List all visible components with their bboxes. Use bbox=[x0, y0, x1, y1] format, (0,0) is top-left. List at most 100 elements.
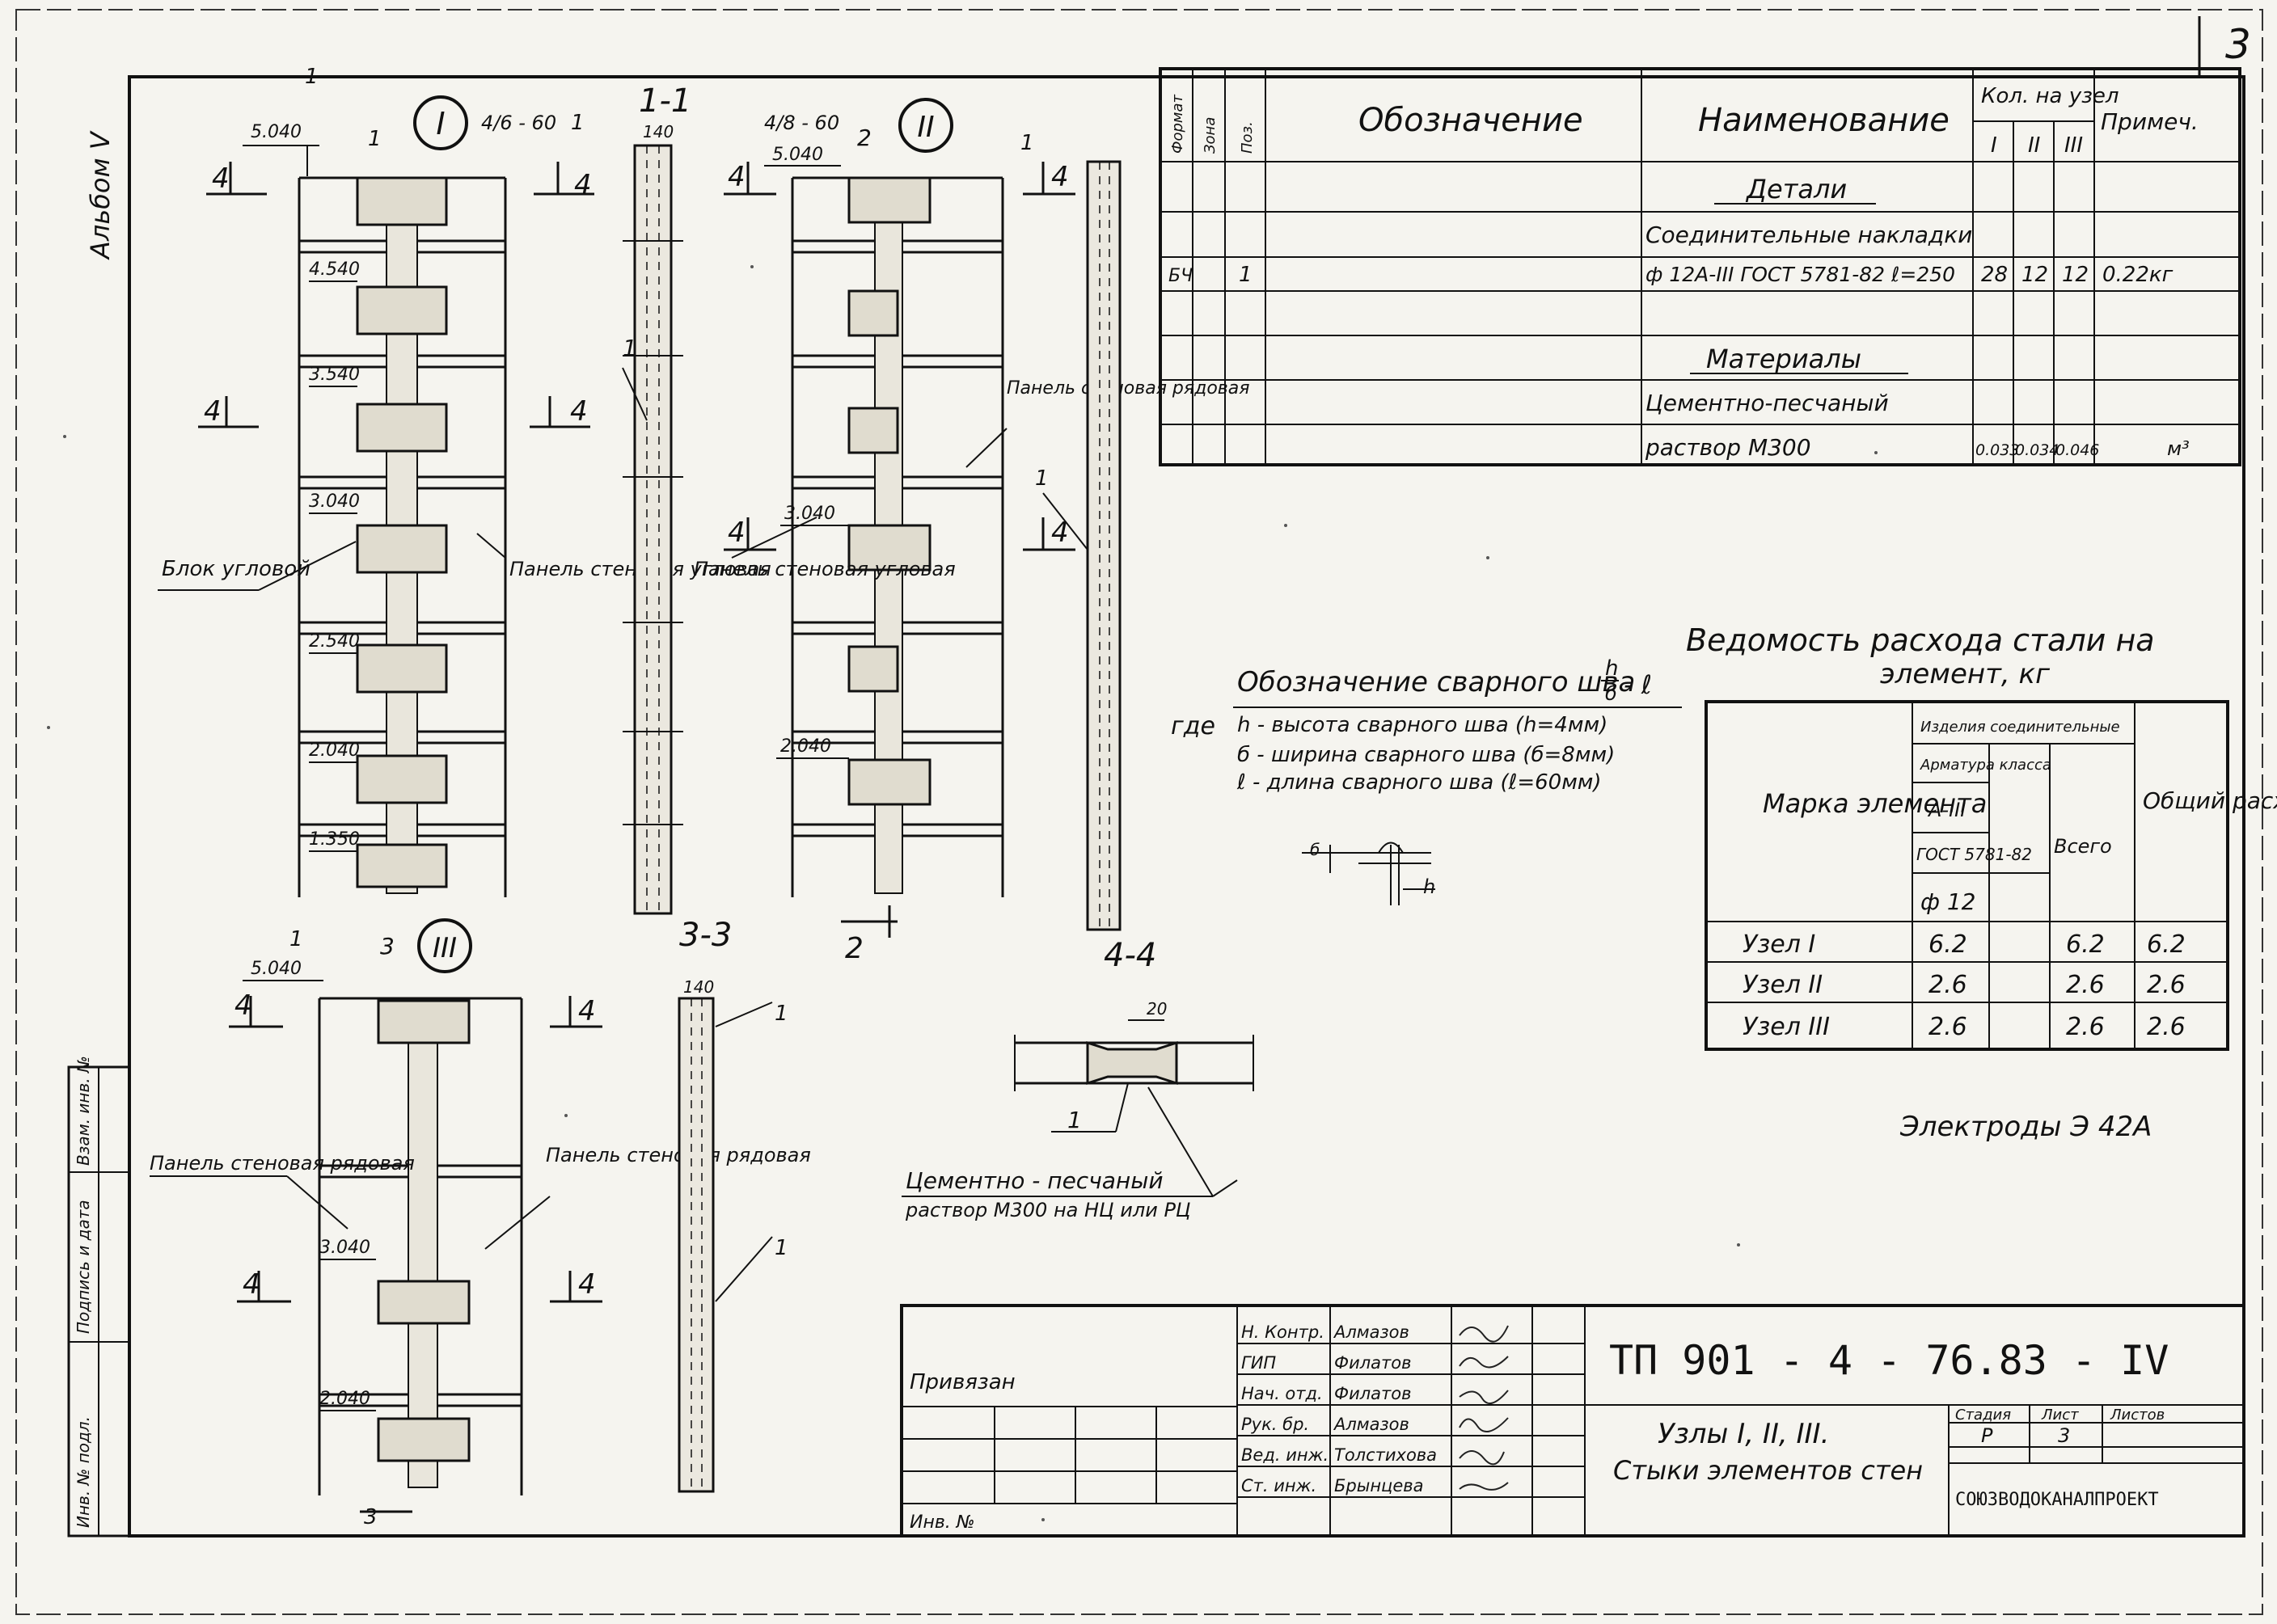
cut-4-mark: 4 bbox=[1051, 517, 1069, 549]
pos-2-label: 2 bbox=[857, 124, 872, 151]
level-mark: 2.540 bbox=[309, 631, 360, 652]
steel-row-total: 6.2 bbox=[2066, 930, 2105, 959]
section-1-1-title: 1-1 bbox=[639, 82, 691, 120]
org-name: СОЮЗВОДОКАНАЛПРОЕКТ bbox=[1955, 1490, 2159, 1510]
level-mark: 3.040 bbox=[319, 1238, 370, 1258]
col-qty-3: III bbox=[2064, 133, 2083, 158]
node-2-weld-mark: 4/8 - 60 bbox=[764, 112, 839, 134]
weld-line-l: ℓ - длина сварного шва (ℓ=60мм) bbox=[1236, 770, 1602, 795]
level-mark: 3.040 bbox=[309, 491, 360, 512]
cut-4-mark: 4 bbox=[728, 161, 746, 193]
row-mortar-note: м³ bbox=[2167, 437, 2190, 460]
privyazan-label: Привязан bbox=[910, 1370, 1016, 1394]
row-materials-heading: Материалы bbox=[1706, 344, 1861, 374]
steel-row-d12: 2.6 bbox=[1928, 971, 1967, 999]
panel-row-label-2: Панель стеновая рядовая bbox=[150, 1152, 415, 1175]
name: Алмазов bbox=[1333, 1322, 1409, 1342]
stage-value: Р bbox=[1981, 1424, 1993, 1447]
level-mark: 2.040 bbox=[319, 1389, 370, 1409]
cut-4-mark: 4 bbox=[728, 517, 746, 549]
role: Нач. отд. bbox=[1241, 1384, 1323, 1403]
mortar-note-2: раствор М300 на НЦ или РЦ bbox=[905, 1199, 1191, 1221]
level-mark: 3.540 bbox=[309, 365, 360, 385]
steel-col-dia: ф 12 bbox=[1920, 888, 1975, 915]
row-bar-q3: 12 bbox=[2062, 263, 2089, 287]
stamp-signature: Подпись и дата bbox=[74, 1200, 93, 1334]
cut-4-mark: 4 bbox=[1051, 161, 1069, 193]
cut-4-mark: 4 bbox=[243, 1268, 260, 1301]
node-1-elevation: I 4/6 - 60 1 1 1 5.040 4.540 3.540 3.040… bbox=[158, 65, 771, 897]
dim-140-a: 140 bbox=[643, 122, 674, 141]
role: Н. Контр. bbox=[1241, 1322, 1324, 1342]
cut-4-mark: 4 bbox=[578, 1268, 596, 1301]
node-1-label: I bbox=[436, 106, 445, 141]
weld-symbol-b: б bbox=[1310, 840, 1320, 859]
name: Толстихова bbox=[1334, 1445, 1437, 1465]
stamp-replace-inv: Взам. инв. № bbox=[74, 1056, 93, 1166]
row-mortar-name-2: раствор М300 bbox=[1645, 434, 1811, 461]
left-stamp: Инв. № подл. Подпись и дата Взам. инв. № bbox=[67, 1056, 131, 1538]
weld-where: где bbox=[1171, 712, 1215, 740]
level-mark: 5.040 bbox=[251, 122, 302, 142]
signatures bbox=[1459, 1325, 1509, 1491]
steel-col-total: Всего bbox=[2054, 835, 2112, 858]
cut-2-mark: 2 bbox=[845, 932, 864, 965]
steel-col-overall: Общий расход bbox=[2143, 787, 2277, 814]
node-1-weld-mark: 4/6 - 60 bbox=[481, 112, 556, 134]
dim-20: 20 bbox=[1147, 999, 1167, 1019]
role: Рук. бр. bbox=[1241, 1415, 1309, 1434]
name: Алмазов bbox=[1333, 1415, 1409, 1434]
level-mark: 1.350 bbox=[309, 829, 360, 850]
steel-col-group: Изделия соединительные bbox=[1920, 719, 2120, 736]
dim-140-b: 140 bbox=[683, 977, 714, 997]
steel-row-overall: 6.2 bbox=[2147, 930, 2186, 959]
sheet-value: 3 bbox=[2058, 1424, 2070, 1447]
steel-col-class: А-III bbox=[1927, 799, 1966, 821]
steel-row-overall: 2.6 bbox=[2147, 1013, 2186, 1041]
row-mortar-name-1: Цементно-песчаный bbox=[1645, 390, 1889, 416]
pos-1-label-c: 1 bbox=[571, 111, 585, 135]
cut-3-mark-bottom: 3 bbox=[364, 1505, 378, 1529]
col-zone: Зона bbox=[1202, 117, 1219, 154]
node-2-label: II bbox=[917, 111, 934, 144]
page-number: 3 bbox=[2225, 21, 2251, 68]
col-format: Формат bbox=[1169, 94, 1186, 154]
sheet-label: Лист bbox=[2041, 1407, 2079, 1424]
col-pos: Поз. bbox=[1239, 121, 1256, 154]
sheets-label: Листов bbox=[2110, 1407, 2165, 1424]
weld-frac-bottom: б bbox=[1605, 682, 1617, 705]
row-mortar-q1: 0.033 bbox=[1975, 441, 2019, 459]
weld-line-b: б - ширина сварного шва (б=8мм) bbox=[1237, 743, 1615, 767]
steel-col-mark: Марка элемента bbox=[1763, 788, 1987, 819]
name: Филатов bbox=[1334, 1384, 1411, 1403]
inv-label: Инв. № bbox=[910, 1512, 975, 1533]
row-mortar-q2: 0.034 bbox=[2015, 441, 2059, 459]
electrodes-note: Электроды Э 42А bbox=[1899, 1111, 2152, 1143]
level-mark: 4.540 bbox=[309, 259, 360, 280]
paper-specks bbox=[47, 265, 1878, 1521]
weld-line-h: h - высота сварного шва (h=4мм) bbox=[1237, 713, 1607, 737]
weld-note-title: Обозначение сварного шва bbox=[1237, 666, 1635, 698]
section-4-4-title: 4-4 bbox=[1104, 937, 1156, 974]
row-bar-name: ф 12А-III ГОСТ 5781-82 ℓ=250 bbox=[1645, 263, 1955, 286]
section-2-2: 1 bbox=[1035, 160, 1122, 931]
col-name: Наименование bbox=[1698, 102, 1950, 139]
role: Вед. инж. bbox=[1241, 1445, 1329, 1465]
section-3-3-title: 3-3 bbox=[679, 917, 732, 954]
col-designation: Обозначение bbox=[1358, 102, 1583, 139]
pos-1-label-i: 1 bbox=[775, 1236, 788, 1260]
stage-label: Стадия bbox=[1955, 1407, 2011, 1424]
row-joints-name: Соединительные накладки bbox=[1645, 221, 1972, 248]
level-mark: 2.040 bbox=[309, 740, 360, 761]
row-details-heading: Детали bbox=[1745, 174, 1847, 205]
title-block: ТП 901 - 4 - 76.83 - IV Привязан Инв. № … bbox=[900, 1304, 2245, 1538]
row-bar-pos: 1 bbox=[1239, 263, 1253, 287]
steel-title-2: элемент, кг bbox=[1880, 658, 2051, 690]
cut-4-mark: 4 bbox=[570, 395, 588, 428]
block-corner-label: Блок угловой bbox=[162, 557, 310, 581]
section-1-1: 1-1 140 1 bbox=[622, 82, 691, 915]
steel-col-gost: ГОСТ 5781-82 bbox=[1916, 845, 2032, 864]
spec-table: Формат Зона Поз. Обозначение Наименовани… bbox=[1159, 67, 2241, 466]
name: Брынцева bbox=[1334, 1476, 1424, 1495]
